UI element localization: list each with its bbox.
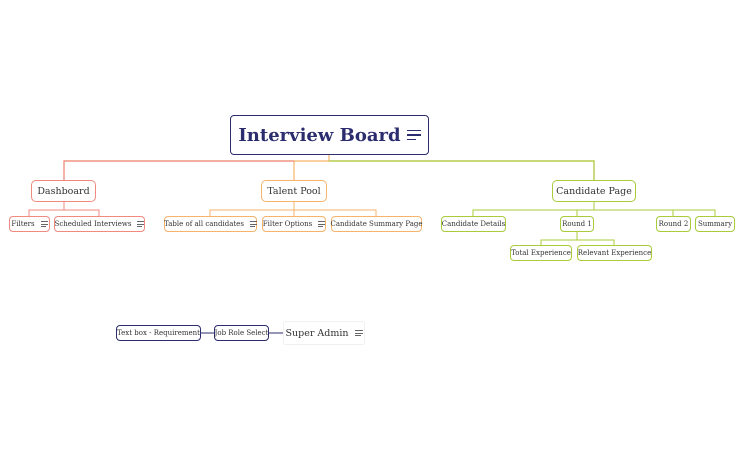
scheduled-interviews-label: Scheduled Interviews: [54, 220, 132, 228]
relevant-experience-label: Relevant Experience: [577, 249, 652, 257]
summary-label: Summary: [697, 220, 733, 228]
super-admin-label: Super Admin: [285, 327, 349, 339]
total-experience-node[interactable]: Total Experience: [510, 245, 572, 261]
candidate-page-lines: [472, 201, 716, 216]
round-2-node[interactable]: Round 2: [656, 216, 691, 232]
job-role-select-label: Job Role Select: [214, 329, 269, 337]
talent-pool-node[interactable]: Talent Pool: [261, 180, 327, 202]
total-experience-label: Total Experience: [511, 249, 571, 257]
filter-options-node[interactable]: Filter Options: [262, 216, 326, 232]
text-box-requirement-node[interactable]: Text box - Requirement: [116, 325, 201, 341]
text-box-requirement-label: Text box - Requirement: [117, 329, 200, 337]
talent-pool-lines: [209, 201, 377, 216]
root-bus: [63, 155, 595, 180]
root-bus-right: [329, 160, 595, 180]
filters-label: Filters: [11, 220, 35, 228]
notes-icon: [249, 219, 257, 228]
round1-lines: [540, 231, 615, 245]
dashboard-lines: [28, 201, 100, 216]
candidate-summary-page-label: Candidate Summary Page: [330, 220, 423, 228]
table-of-candidates-label: Table of all candidates: [164, 220, 244, 228]
candidate-details-node[interactable]: Candidate Details: [441, 216, 506, 232]
candidate-summary-page-node[interactable]: Candidate Summary Page: [330, 216, 423, 232]
notes-icon: [40, 219, 48, 228]
dashboard-node[interactable]: Dashboard: [31, 180, 96, 202]
candidate-page-label: Candidate Page: [556, 185, 632, 197]
notes-icon: [406, 127, 421, 144]
candidate-page-node[interactable]: Candidate Page: [552, 180, 636, 202]
talent-pool-label: Talent Pool: [267, 185, 321, 197]
super-admin-node[interactable]: Super Admin: [283, 321, 365, 345]
filters-node[interactable]: Filters: [9, 216, 50, 232]
round-1-node[interactable]: Round 1: [560, 216, 594, 232]
root-node[interactable]: Interview Board: [230, 115, 429, 155]
notes-icon: [318, 219, 326, 228]
table-of-candidates-node[interactable]: Table of all candidates: [164, 216, 257, 232]
round-2-label: Round 2: [658, 220, 689, 228]
candidate-details-label: Candidate Details: [441, 220, 506, 228]
relevant-experience-node[interactable]: Relevant Experience: [577, 245, 652, 261]
notes-icon: [354, 328, 363, 337]
root-bus-left: [63, 160, 294, 180]
dashboard-label: Dashboard: [37, 185, 90, 197]
scheduled-interviews-node[interactable]: Scheduled Interviews: [54, 216, 145, 232]
filter-options-label: Filter Options: [262, 220, 313, 228]
notes-icon: [137, 219, 145, 228]
round-1-label: Round 1: [562, 220, 592, 228]
job-role-select-node[interactable]: Job Role Select: [214, 325, 269, 341]
summary-node[interactable]: Summary: [695, 216, 735, 232]
root-label: Interview Board: [238, 124, 401, 146]
